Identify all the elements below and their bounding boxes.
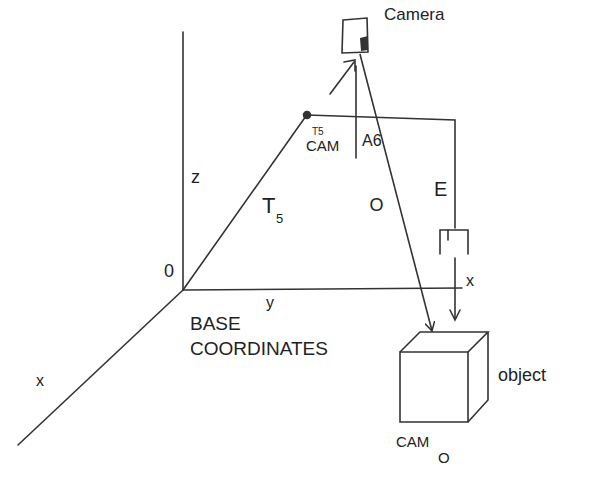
cam-line — [355, 66, 357, 158]
gripper-finger — [447, 230, 449, 240]
transform-label: E — [434, 178, 447, 200]
superscript: T5 — [312, 126, 324, 137]
axis-label: z — [191, 168, 200, 188]
arrow-head — [344, 60, 355, 71]
origin-label: 0 — [164, 262, 174, 282]
axis-label: y — [266, 294, 274, 312]
transform-label: A6 — [362, 132, 382, 150]
x-axis — [18, 290, 183, 445]
frame-label: CAM — [396, 434, 429, 451]
node-label: Camera — [384, 6, 444, 25]
camera-box: Camera — [340, 16, 370, 54]
node-outline — [398, 330, 490, 424]
approach-arrow — [454, 258, 456, 318]
z-axis — [182, 32, 184, 290]
axis-label: x — [36, 372, 44, 390]
t5-vector — [183, 116, 306, 290]
node-outline — [340, 16, 370, 54]
transform-label: T — [262, 194, 275, 218]
gripper — [440, 230, 468, 254]
node-label: object — [498, 366, 546, 386]
camera-arrow — [330, 62, 354, 94]
transform-label: CAM — [306, 138, 339, 155]
edge-label: O — [367, 196, 385, 216]
axis-label: x — [466, 272, 474, 290]
subscript: O — [438, 450, 450, 467]
view-line — [360, 54, 432, 330]
arrow-head — [450, 310, 460, 320]
subscript: 5 — [276, 212, 283, 226]
frame-title: BASE COORDINATES — [190, 312, 340, 361]
object-cube: object — [398, 330, 490, 424]
